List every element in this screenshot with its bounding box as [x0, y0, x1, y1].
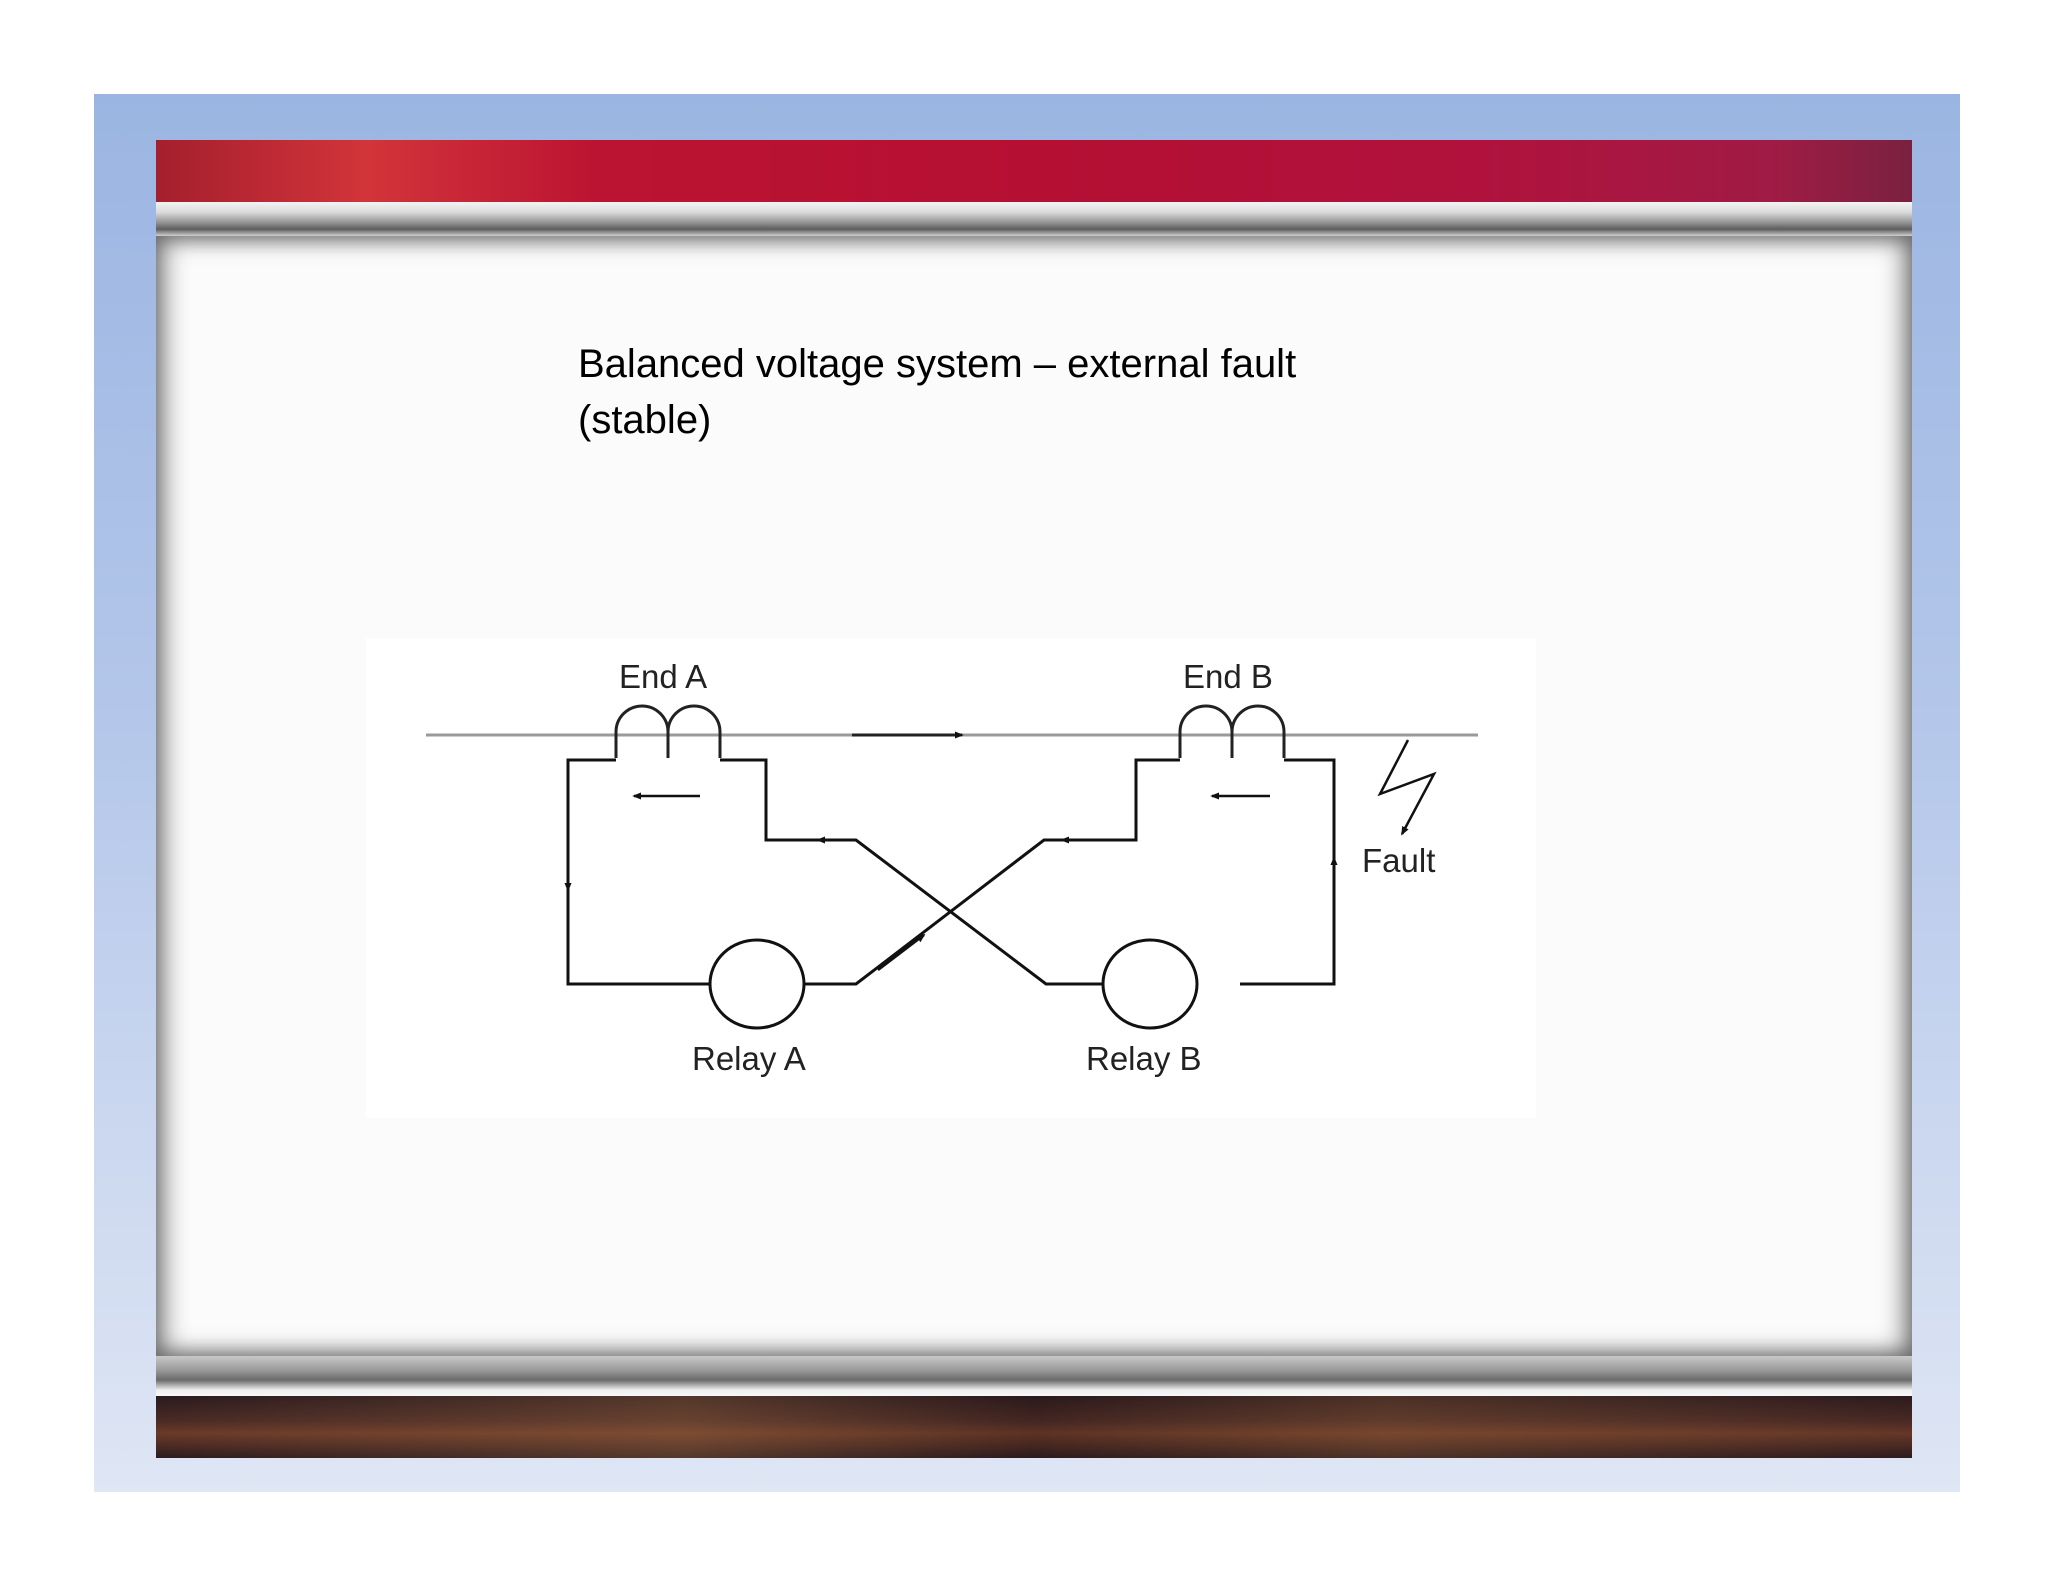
ct-end-a [614, 704, 722, 758]
label-fault: Fault [1362, 842, 1435, 879]
label-end-a: End A [619, 658, 707, 695]
label-end-b: End B [1183, 658, 1273, 695]
secondary-wiring [566, 758, 1336, 986]
top-rail [156, 202, 1912, 236]
current-arrows [564, 792, 1338, 971]
relay-a [708, 938, 806, 1030]
slide-title: Balanced voltage system – external fault… [578, 336, 1478, 448]
arrow-cross [877, 933, 926, 971]
diagram-area: End A End B Relay A Relay B Fault [366, 638, 1536, 1118]
ct-end-b [1178, 704, 1286, 758]
bottom-rail [156, 1356, 1912, 1396]
slide-title-line-1: Balanced voltage system – external fault [578, 342, 1297, 386]
label-relay-b: Relay B [1086, 1040, 1202, 1077]
label-relay-a: Relay A [692, 1040, 806, 1077]
top-banner [156, 140, 1912, 202]
slide-title-line-2: (stable) [578, 398, 712, 442]
circuit-diagram: End A End B Relay A Relay B Fault [426, 658, 1478, 1077]
relay-b [1101, 938, 1199, 1030]
fault-lightning-icon [1377, 739, 1437, 836]
bottom-banner [156, 1396, 1912, 1458]
